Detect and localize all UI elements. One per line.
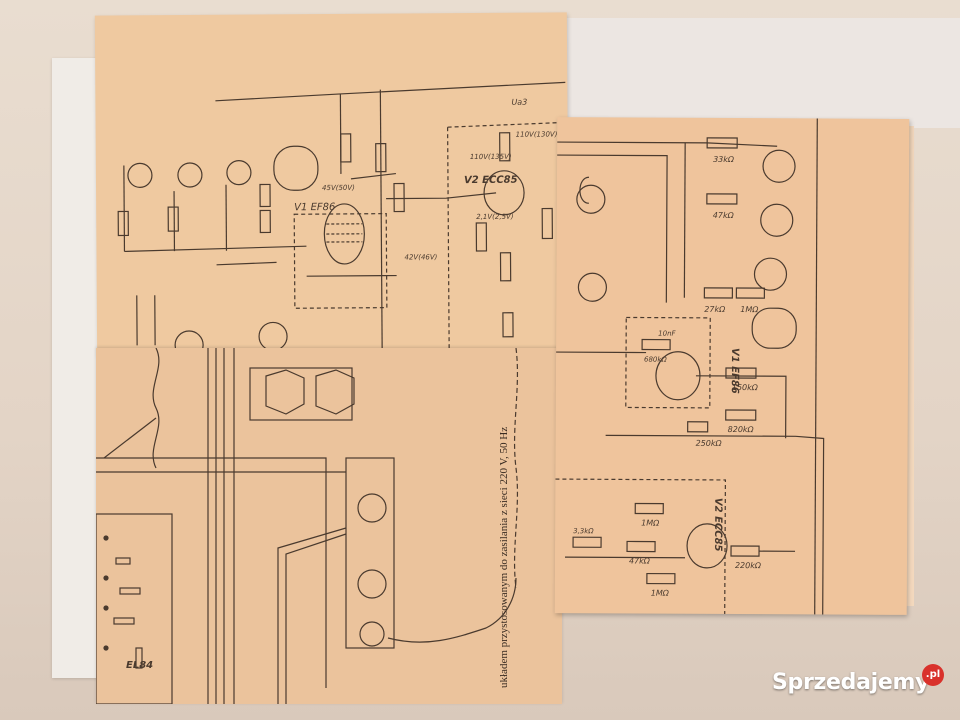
svg-text:820kΩ: 820kΩ xyxy=(728,425,755,434)
svg-text:150kΩ: 150kΩ xyxy=(732,383,759,392)
svg-text:47kΩ: 47kΩ xyxy=(713,211,735,220)
supply-label: Ua3 xyxy=(511,98,527,107)
tube-label-v1-right: V1 EF86 xyxy=(729,348,740,394)
board-label: EL84 xyxy=(126,660,153,671)
schematic-drawing-preamp: V1 EF86 V2 ECC85 Ua3 45V(50V) 42V(46V) 1… xyxy=(117,81,566,356)
svg-text:10nF: 10nF xyxy=(658,330,676,338)
diagram-caption: układem przystosowanym do zasilania z si… xyxy=(498,426,510,688)
wiring-diagram: EL84 xyxy=(96,348,519,704)
schematic-sheet-top-left: V1 EF86 V2 ECC85 Ua3 45V(50V) 42V(46V) 1… xyxy=(94,12,570,356)
schematic-sheet-right: V1 EF86 V2 ECC85 33kΩ 47kΩ 27kΩ 1MΩ 10nF… xyxy=(554,117,910,615)
svg-text:220kΩ: 220kΩ xyxy=(735,561,762,570)
white-backing-card-top-right xyxy=(560,18,960,128)
svg-text:680kΩ: 680kΩ xyxy=(644,356,667,364)
svg-text:3,3kΩ: 3,3kΩ xyxy=(573,527,594,535)
schematic-drawing-right: V1 EF86 V2 ECC85 33kΩ 47kΩ 27kΩ 1MΩ 10nF… xyxy=(555,118,825,615)
tube-label-v2-right: V2 ECC85 xyxy=(712,498,723,552)
schematic-labels: V1 EF86 V2 ECC85 Ua3 45V(50V) 42V(46V) 1… xyxy=(294,98,558,262)
svg-text:1MΩ: 1MΩ xyxy=(740,305,759,314)
svg-text:33kΩ: 33kΩ xyxy=(713,155,735,164)
svg-text:1MΩ: 1MΩ xyxy=(651,589,670,598)
svg-text:2,1V(2,5V): 2,1V(2,5V) xyxy=(476,213,514,221)
svg-text:45V(50V): 45V(50V) xyxy=(322,184,355,192)
tube-label-v1: V1 EF86 xyxy=(294,202,335,213)
svg-text:42V(46V): 42V(46V) xyxy=(404,253,437,261)
svg-text:110V(135V): 110V(135V) xyxy=(470,153,512,161)
svg-text:27kΩ: 27kΩ xyxy=(704,305,726,314)
schematic-sheet-bottom-wiring: EL84 układem przystosowanym do zasilania… xyxy=(96,348,562,704)
svg-text:1MΩ: 1MΩ xyxy=(641,519,660,528)
svg-text:47kΩ: 47kΩ xyxy=(629,556,651,565)
tube-label-v2: V2 ECC85 xyxy=(464,175,518,186)
svg-text:250kΩ: 250kΩ xyxy=(696,439,723,448)
watermark-brand: Sprzedajemy xyxy=(772,670,930,695)
watermark-tld-badge: .pl xyxy=(922,664,944,686)
svg-text:110V(130V): 110V(130V) xyxy=(516,130,558,138)
